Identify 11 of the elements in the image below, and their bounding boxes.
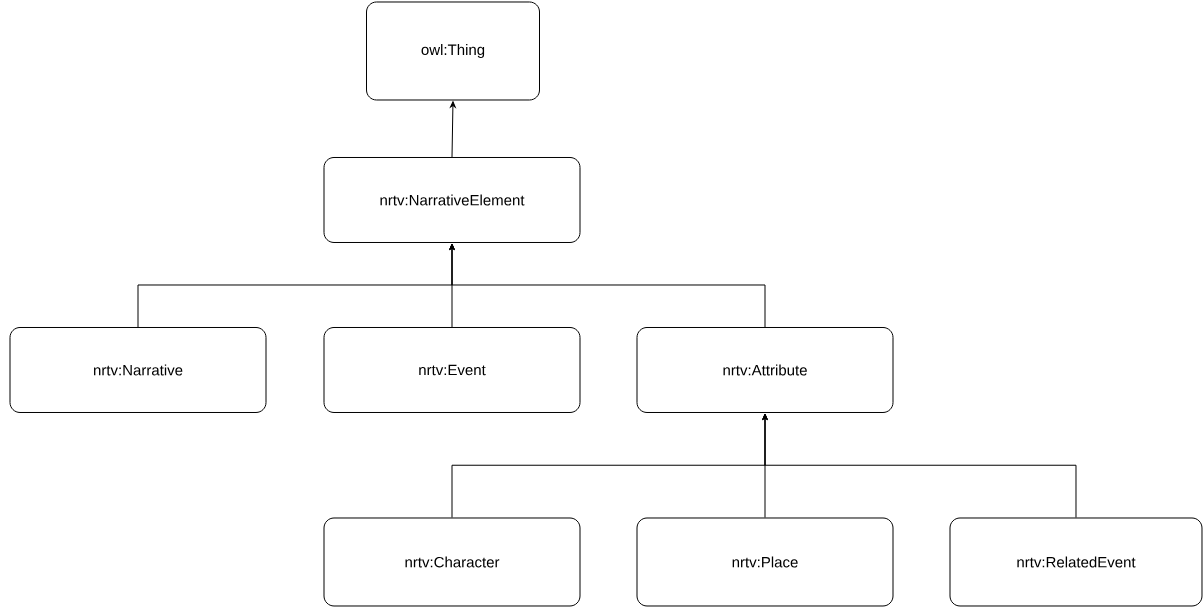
class-box: nrtv:Attribute	[636, 327, 894, 413]
class-box: nrtv:Narrative	[9, 327, 267, 413]
class-box: nrtv:NarrativeElement	[323, 157, 581, 243]
class-box: nrtv:RelatedEvent	[949, 517, 1203, 607]
arrow	[762, 413, 1077, 518]
class-box: nrtv:Event	[323, 327, 581, 413]
class-box: owl:Thing	[366, 1, 540, 101]
arrow	[449, 243, 766, 328]
class-box: nrtv:Place	[636, 517, 894, 607]
arrow	[450, 101, 456, 158]
class-box: nrtv:Character	[323, 517, 581, 607]
